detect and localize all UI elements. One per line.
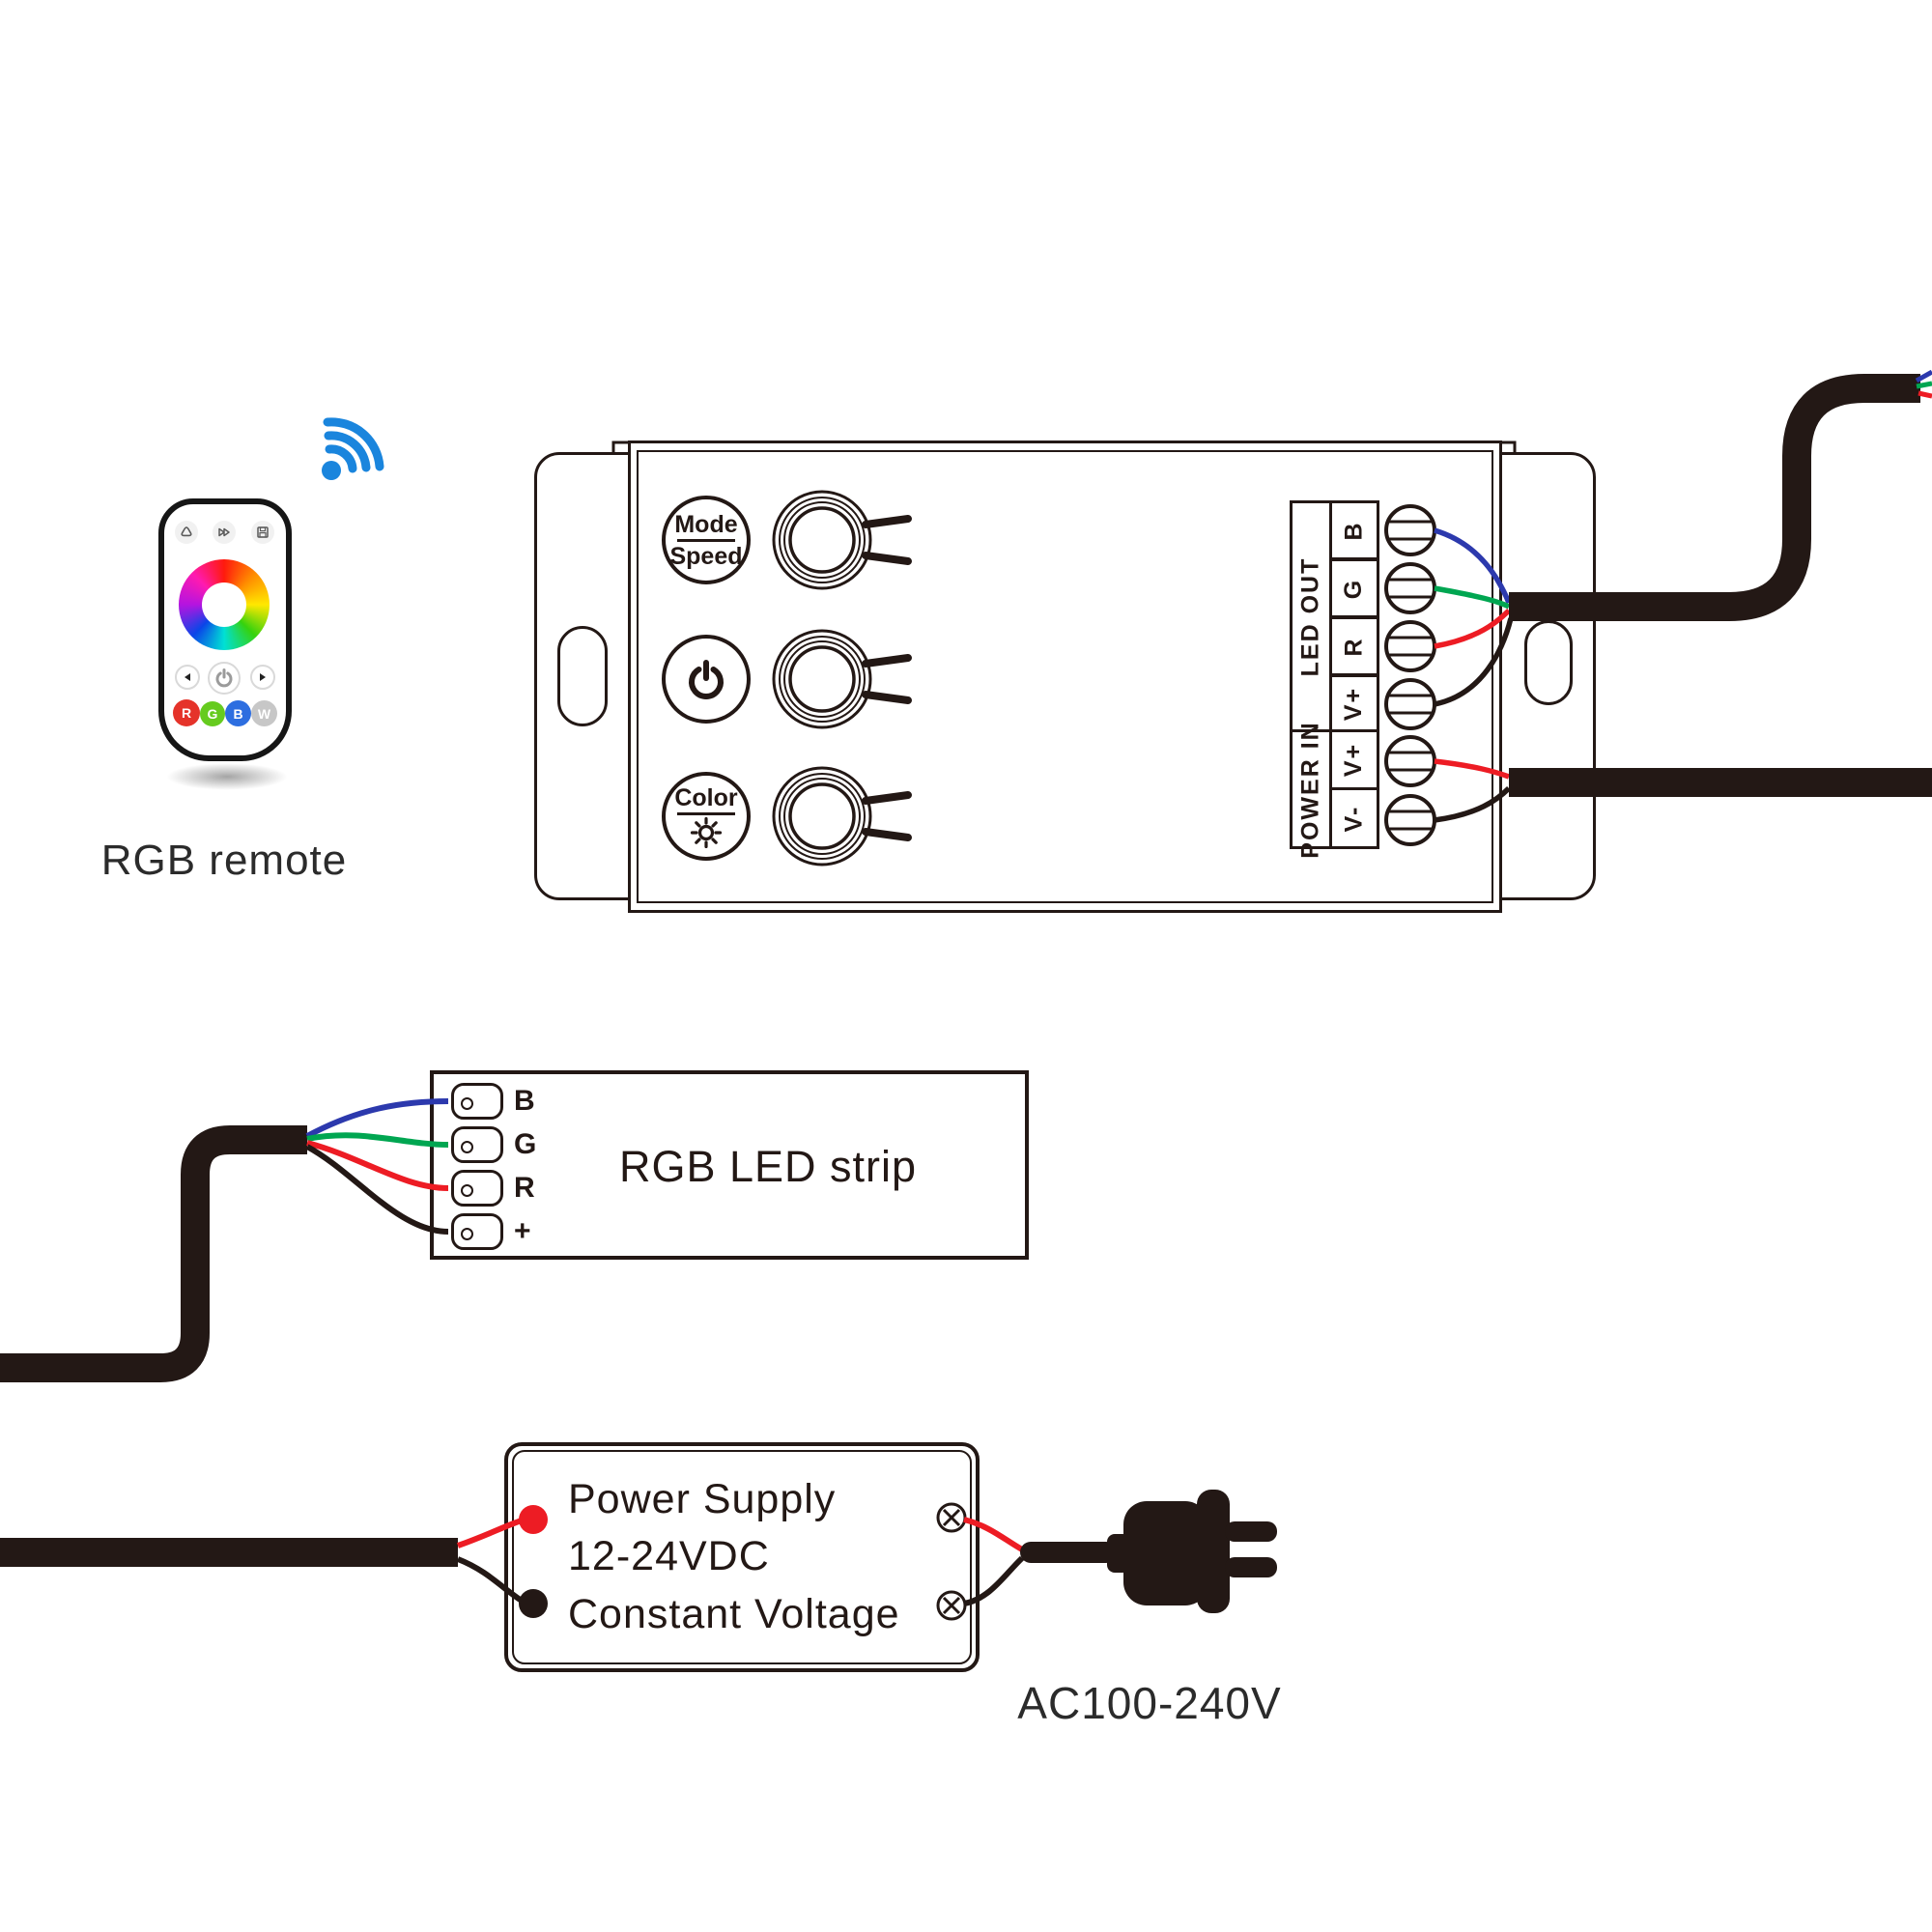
- rgb-remote-label: RGB remote: [100, 837, 348, 884]
- psu-line1: Power Supply: [568, 1476, 837, 1522]
- led-strip-box: [430, 1070, 1029, 1260]
- white-key-label: W: [257, 705, 271, 722]
- sun-icon: [690, 816, 723, 848]
- color-wheel-hole: [202, 582, 246, 627]
- green-key-label: G: [207, 706, 218, 722]
- skip-icon: [218, 527, 230, 537]
- terminal-pin-vplus-out: V+: [1329, 674, 1379, 732]
- solder-pin: [461, 1228, 473, 1240]
- speed-label: Speed: [669, 542, 743, 570]
- power-in-label: POWER IN: [1296, 720, 1324, 859]
- power-icon: [215, 668, 233, 688]
- red-key-label: R: [181, 705, 192, 721]
- terminal-pin-b: B: [1329, 500, 1379, 560]
- led-out-label: LED OUT: [1296, 556, 1324, 676]
- remote-next-button[interactable]: [250, 665, 275, 690]
- solder-pin: [461, 1097, 473, 1110]
- led-strip-wires: [305, 1098, 449, 1235]
- strip-pad-plus: [451, 1213, 503, 1250]
- color-button[interactable]: Color: [662, 772, 751, 861]
- led-strip-cable: [0, 1125, 307, 1382]
- terminal-pin-vplus-in: V+: [1329, 729, 1379, 790]
- strip-pin-label-g: G: [514, 1128, 537, 1160]
- color-label: Color: [674, 783, 738, 811]
- solder-pin: [461, 1141, 473, 1153]
- cable-end-wire-tips: [1915, 369, 1932, 399]
- terminal-pin-r: R: [1329, 616, 1379, 676]
- ac-plug-icon: [1020, 1490, 1277, 1613]
- remote-prev-button[interactable]: [175, 665, 200, 690]
- left-mounting-hole: [557, 626, 608, 726]
- next-icon: [260, 673, 266, 681]
- strip-pad-r: [451, 1170, 503, 1207]
- strip-pin-label-plus: +: [514, 1215, 531, 1247]
- terminal-pin-g: G: [1329, 558, 1379, 618]
- solder-pin: [461, 1184, 473, 1197]
- remote-skip-button[interactable]: [213, 521, 236, 544]
- strip-pin-label-b: B: [514, 1085, 535, 1117]
- remote-blue-key[interactable]: B: [225, 700, 251, 726]
- strip-pad-g: [451, 1126, 503, 1163]
- blue-key-label: B: [233, 705, 243, 722]
- blue-wire: [305, 1098, 449, 1139]
- remote-white-key[interactable]: W: [251, 700, 277, 726]
- button-divider: [677, 538, 735, 542]
- terminal-group-led-out: LED OUT: [1290, 500, 1332, 732]
- remote-reflection: [166, 763, 288, 790]
- black-wire: [305, 1144, 449, 1235]
- controller-power-button[interactable]: [662, 635, 751, 724]
- psu-line3: Constant Voltage: [568, 1591, 900, 1637]
- plug-prong: [1225, 1521, 1277, 1542]
- red-wire: [306, 1140, 449, 1191]
- right-mounting-hole: [1524, 620, 1573, 705]
- prev-icon: [185, 673, 190, 681]
- button-divider: [677, 811, 735, 815]
- plug-prong: [1225, 1557, 1277, 1577]
- terminal-pin-vminus: V-: [1329, 787, 1379, 849]
- remote-scene-button[interactable]: [175, 521, 198, 544]
- strip-pin-label-r: R: [514, 1172, 535, 1204]
- remote-color-wheel[interactable]: [179, 559, 270, 650]
- ac-voltage-label: AC100-240V: [1017, 1678, 1282, 1728]
- scene-icon: [181, 526, 192, 537]
- mode-speed-button[interactable]: Mode Speed: [662, 496, 751, 584]
- terminal-group-power-in: POWER IN: [1290, 721, 1332, 858]
- mode-label: Mode: [674, 510, 738, 538]
- strip-pad-b: [451, 1083, 503, 1120]
- remote-green-key[interactable]: G: [200, 701, 225, 726]
- save-icon: [257, 526, 269, 538]
- green-wire: [306, 1132, 449, 1148]
- wireless-signal-icon: [322, 417, 384, 480]
- psu-line2: 12-24VDC: [568, 1533, 770, 1579]
- remote-power-button[interactable]: [208, 662, 241, 695]
- psu-box: [504, 1442, 980, 1672]
- remote-red-key[interactable]: R: [173, 699, 200, 726]
- remote-save-button[interactable]: [251, 521, 274, 544]
- led-strip-title: RGB LED strip: [618, 1142, 918, 1191]
- power-icon: [689, 660, 724, 699]
